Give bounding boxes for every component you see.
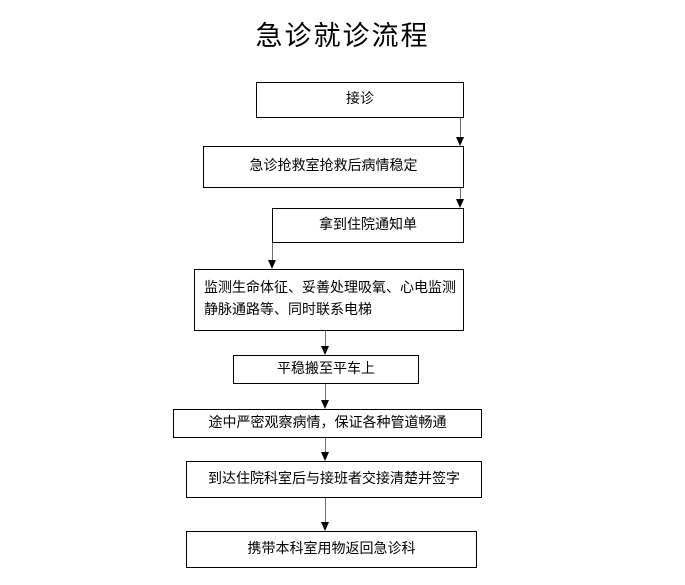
arrowhead-down-icon	[321, 452, 329, 461]
flow-connector-arrow	[321, 331, 330, 355]
flow-node-transfer-to-gurney[interactable]: 平稳搬至平车上	[233, 355, 419, 384]
flow-node-label: 监测生命体征、妥善处理吸氧、心电监测 静脉通路等、同时联系电梯	[204, 280, 456, 318]
arrowhead-down-icon	[456, 137, 464, 146]
connector-shaft	[325, 498, 326, 523]
connector-shaft	[272, 243, 273, 261]
connector-shaft	[325, 331, 326, 347]
flow-node-admission-notice[interactable]: 拿到住院通知单	[272, 208, 464, 243]
flow-connector-arrow	[321, 384, 330, 409]
connector-shaft	[325, 438, 326, 453]
flow-node-label: 携带本科室用物返回急诊科	[247, 540, 416, 557]
connector-shaft	[325, 384, 326, 401]
arrowhead-down-icon	[268, 260, 276, 269]
flow-connector-arrow	[321, 438, 330, 461]
flow-node-handover-and-sign[interactable]: 到达住院科室后与接班者交接清楚并签字	[186, 461, 482, 498]
flow-node-label: 到达住院科室后与接班者交接清楚并签字	[208, 470, 460, 487]
flow-node-emergency-stabilized[interactable]: 急诊抢救室抢救后病情稳定	[203, 146, 464, 188]
arrowhead-down-icon	[321, 400, 329, 409]
flow-node-label: 接诊	[346, 91, 374, 108]
flow-node-reception[interactable]: 接诊	[256, 82, 464, 118]
flow-node-label: 急诊抢救室抢救后病情稳定	[249, 158, 418, 175]
flow-connector-arrow	[456, 118, 465, 146]
flow-connector-arrow	[268, 243, 277, 269]
arrowhead-down-icon	[321, 522, 329, 531]
flow-node-label: 拿到住院通知单	[319, 216, 417, 233]
connector-shaft	[460, 188, 461, 200]
flow-connector-arrow	[456, 188, 465, 208]
flow-connector-arrow	[321, 498, 330, 531]
flow-node-return-to-emergency[interactable]: 携带本科室用物返回急诊科	[186, 531, 477, 568]
flow-node-label: 途中严密观察病情，保证各种管道畅通	[208, 414, 447, 431]
page-title: 急诊就诊流程	[255, 21, 430, 52]
connector-shaft	[460, 118, 461, 138]
flow-node-observe-en-route[interactable]: 途中严密观察病情，保证各种管道畅通	[173, 409, 482, 438]
flow-node-label: 平稳搬至平车上	[277, 360, 375, 377]
arrowhead-down-icon	[456, 199, 464, 208]
arrowhead-down-icon	[321, 346, 329, 355]
flow-node-monitor-vitals[interactable]: 监测生命体征、妥善处理吸氧、心电监测 静脉通路等、同时联系电梯	[194, 269, 464, 331]
